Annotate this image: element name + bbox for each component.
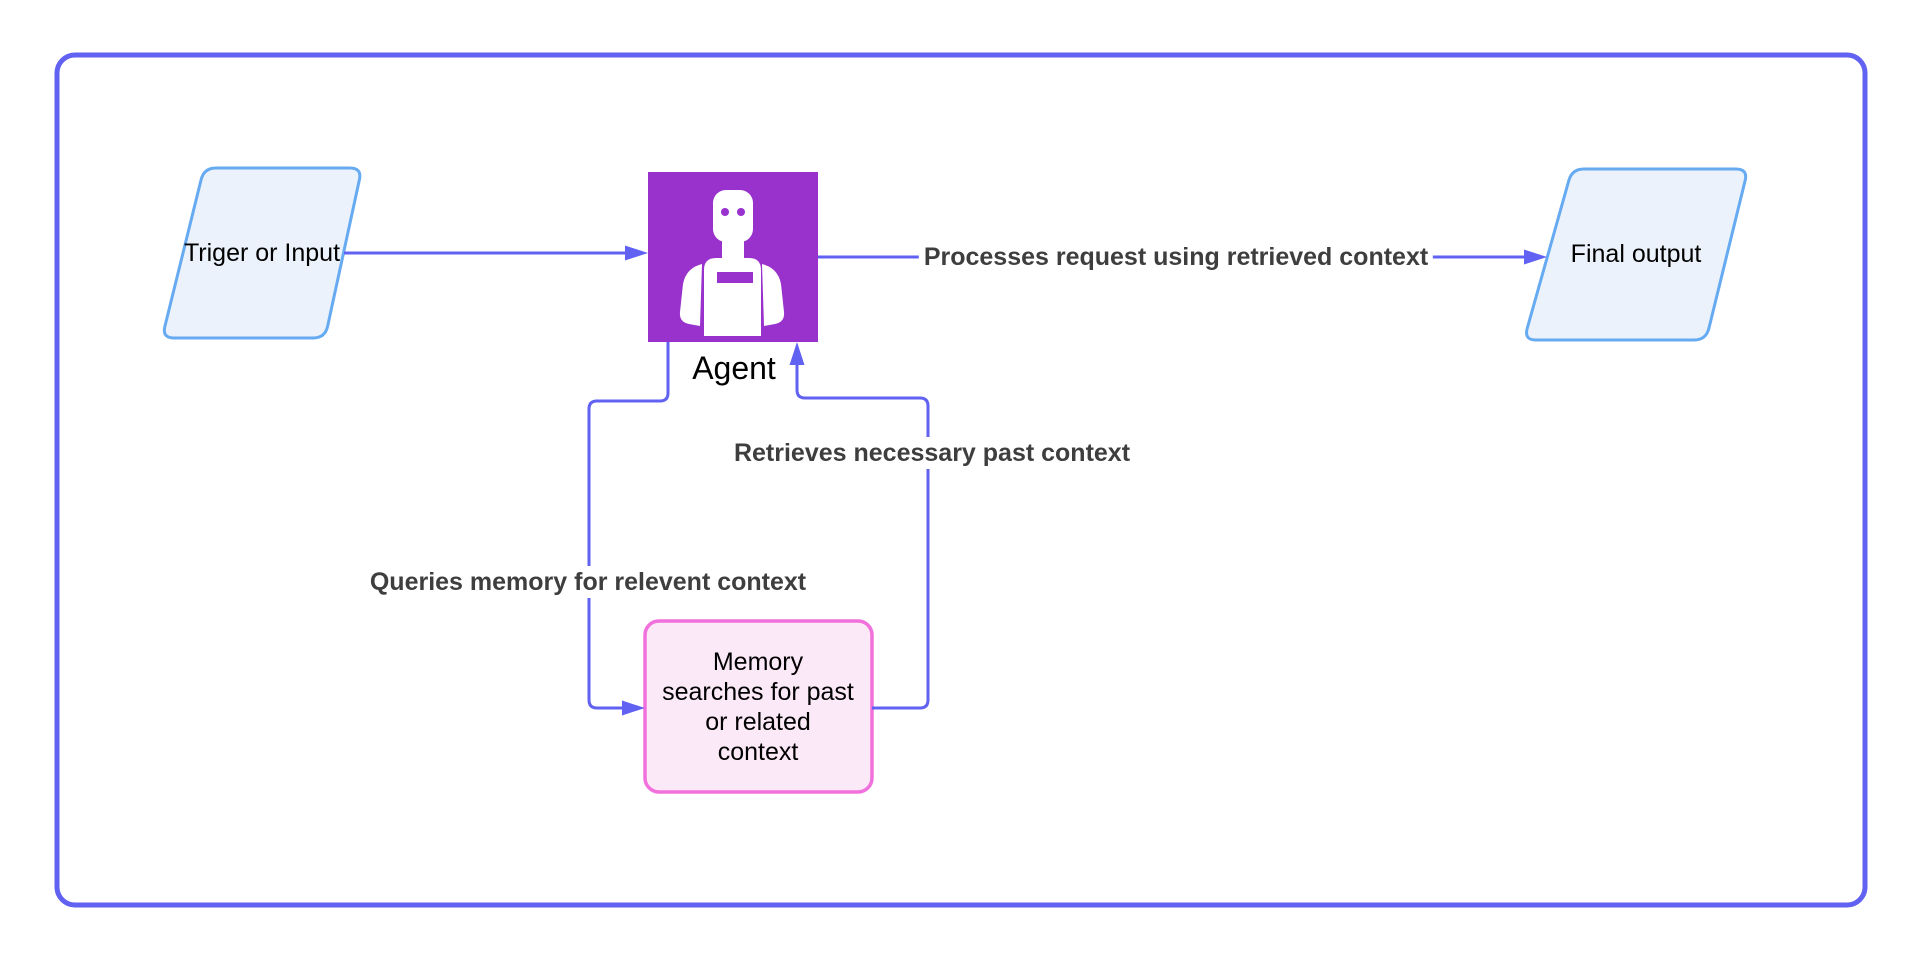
memory-label-line: context [717, 738, 799, 766]
agent-node-label: Agent [692, 349, 776, 386]
trigger-node-shape [162, 166, 362, 340]
memory-label-line: or related [705, 708, 811, 736]
memory-label-line: searches for past [662, 678, 854, 706]
memory-label-line: Memory [712, 648, 804, 676]
robot-icon [648, 172, 818, 342]
container-border [54, 52, 1868, 908]
edge-agent-to-memory [587, 342, 670, 716]
edge-label-processes: Processes request using retrieved contex… [918, 241, 1434, 273]
final-node-label: Final output [1570, 240, 1702, 268]
edge-memory-to-agent [789, 342, 930, 710]
memory-node-label: Memory searches for past or related cont… [648, 647, 868, 767]
edge-label-retrieves: Retrieves necessary past context [728, 437, 1136, 469]
trigger-node-label: Triger or Input [183, 239, 341, 267]
final-node-shape [1525, 167, 1748, 342]
edge-label-queries: Queries memory for relevent context [364, 566, 812, 598]
edge-trigger-to-agent [344, 245, 648, 261]
